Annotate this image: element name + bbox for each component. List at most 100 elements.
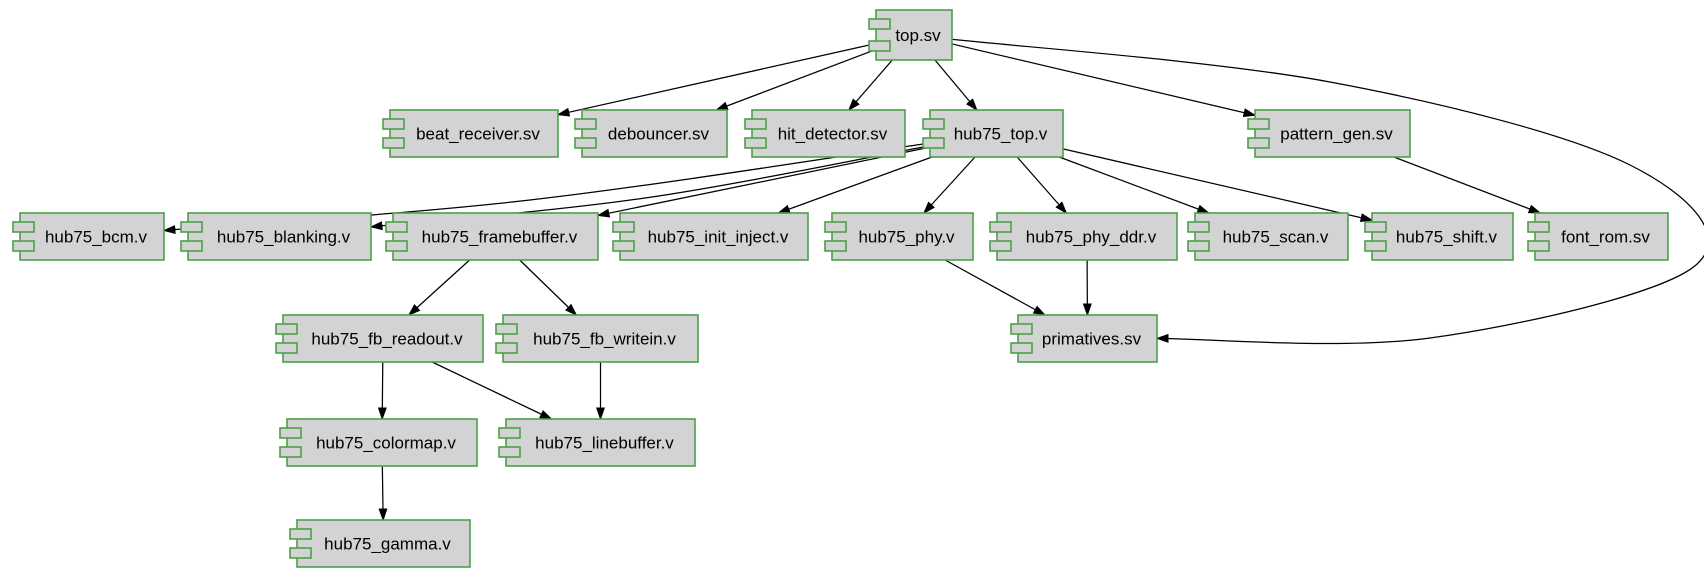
node-font_rom_sv: font_rom.sv <box>1527 212 1669 261</box>
node-label: hub75_top.v <box>954 125 1048 144</box>
component-icon-tab <box>1010 342 1033 354</box>
node-hub75_gamma_v: hub75_gamma.v <box>289 519 471 568</box>
component-icon-tab <box>12 240 35 252</box>
edge-hub75_top_v-to-hub75_init_inject_v <box>777 156 933 214</box>
component-icon-tab <box>385 221 408 233</box>
component-icon-tab <box>385 240 408 252</box>
component-icon-tab <box>868 18 891 30</box>
component-icon-tab <box>498 427 521 439</box>
edge-hub75_top_v-to-hub75_shift_v <box>1062 148 1374 223</box>
component-icon-tab <box>744 137 767 149</box>
edge-hub75_framebuffer_v-to-hub75_fb_readout_v <box>407 259 471 317</box>
edge-top_sv-to-primatives_sv <box>951 38 1704 345</box>
component-icon-tab <box>922 118 945 130</box>
node-pattern_gen_sv: pattern_gen.sv <box>1247 109 1411 158</box>
node-hub75_linebuffer_v: hub75_linebuffer.v <box>498 418 696 467</box>
component-icon-tab <box>1247 137 1270 149</box>
node-label: hub75_scan.v <box>1223 228 1329 247</box>
node-hub75_shift_v: hub75_shift.v <box>1364 212 1514 261</box>
node-box <box>296 519 471 568</box>
node-box <box>389 109 559 158</box>
component-icon-tab <box>1010 323 1033 335</box>
node-label: hub75_fb_writein.v <box>533 330 676 349</box>
component-icon-tab <box>498 446 521 458</box>
component-icon-tab <box>279 446 302 458</box>
component-icon-tab <box>1187 221 1210 233</box>
edge-hub75_top_v-to-hub75_phy_ddr_v <box>1016 156 1068 215</box>
node-box <box>1534 212 1669 261</box>
node-box <box>19 212 165 261</box>
node-label: hub75_fb_readout.v <box>311 330 463 349</box>
edge-hub75_top_v-to-hub75_scan_v <box>1059 156 1211 214</box>
component-icon-tab <box>574 118 597 130</box>
node-label: hub75_colormap.v <box>316 434 456 453</box>
node-label: hub75_shift.v <box>1396 228 1498 247</box>
edge-hub75_fb_readout_v-to-hub75_linebuffer_v <box>431 361 553 420</box>
node-box <box>581 109 728 158</box>
edge-hub75_top_v-to-hub75_framebuffer_v <box>596 146 931 218</box>
component-icon-tab <box>989 221 1012 233</box>
node-hub75_phy_ddr_v: hub75_phy_ddr.v <box>989 212 1178 261</box>
component-icon-tab <box>1527 240 1550 252</box>
component-icon-tab <box>382 118 405 130</box>
node-label: hub75_phy_ddr.v <box>1026 228 1157 247</box>
node-top_sv: top.sv <box>868 9 953 61</box>
node-hub75_colormap_v: hub75_colormap.v <box>279 418 478 467</box>
node-box <box>286 418 478 467</box>
edge-top_sv-to-hub75_top_v <box>934 59 978 112</box>
node-box <box>929 109 1064 158</box>
node-label: top.sv <box>895 26 941 45</box>
edge-hub75_top_v-to-hub75_phy_v <box>922 156 976 215</box>
node-hub75_scan_v: hub75_scan.v <box>1187 212 1349 261</box>
component-icon-tab <box>922 137 945 149</box>
node-hub75_phy_v: hub75_phy.v <box>824 212 974 261</box>
node-box <box>996 212 1178 261</box>
component-icon-tab <box>744 118 767 130</box>
node-box <box>1017 314 1158 363</box>
node-label: hit_detector.sv <box>778 125 888 144</box>
edge-pattern_gen_sv-to-font_rom_sv <box>1393 156 1542 214</box>
node-label: beat_receiver.sv <box>416 125 540 144</box>
edge-top_sv-to-debouncer_sv <box>715 48 877 111</box>
edge-top_sv-to-pattern_gen_sv <box>951 43 1257 118</box>
node-box <box>1254 109 1411 158</box>
component-icon-tab <box>612 240 635 252</box>
component-icon-tab <box>1527 221 1550 233</box>
component-icon-tab <box>1364 240 1387 252</box>
node-hub75_framebuffer_v: hub75_framebuffer.v <box>385 212 599 261</box>
node-box <box>392 212 599 261</box>
node-label: font_rom.sv <box>1561 228 1650 247</box>
component-icon-tab <box>382 137 405 149</box>
node-label: primatives.sv <box>1042 330 1142 349</box>
component-icon-tab <box>868 40 891 52</box>
component-icon-tab <box>495 342 518 354</box>
component-icon-tab <box>612 221 635 233</box>
node-label: pattern_gen.sv <box>1280 125 1393 144</box>
node-hub75_fb_readout_v: hub75_fb_readout.v <box>275 314 484 363</box>
component-icon-tab <box>180 240 203 252</box>
node-label: hub75_bcm.v <box>45 228 148 247</box>
node-label: hub75_gamma.v <box>324 535 451 554</box>
edge-top_sv-to-hit_detector_sv <box>847 59 893 112</box>
node-box <box>831 212 974 261</box>
component-icon-tab <box>12 221 35 233</box>
node-hub75_top_v: hub75_top.v <box>922 109 1064 158</box>
edge-hub75_framebuffer_v-to-hub75_fb_writein_v <box>519 259 578 317</box>
node-label: hub75_linebuffer.v <box>535 434 674 453</box>
node-hub75_init_inject_v: hub75_init_inject.v <box>612 212 809 261</box>
node-primatives_sv: primatives.sv <box>1010 314 1158 363</box>
edge-top_sv-to-beat_receiver_sv <box>556 42 877 117</box>
node-box <box>505 418 696 467</box>
node-box <box>1194 212 1349 261</box>
node-hub75_blanking_v: hub75_blanking.v <box>180 212 372 261</box>
component-icon-tab <box>275 342 298 354</box>
component-icon-tab <box>180 221 203 233</box>
node-beat_receiver_sv: beat_receiver.sv <box>382 109 559 158</box>
component-icon-tab <box>279 427 302 439</box>
edge-hub75_phy_v-to-primatives_sv <box>944 259 1047 316</box>
component-icon-tab <box>989 240 1012 252</box>
edge-hub75_colormap_v-to-hub75_gamma_v <box>378 465 388 522</box>
